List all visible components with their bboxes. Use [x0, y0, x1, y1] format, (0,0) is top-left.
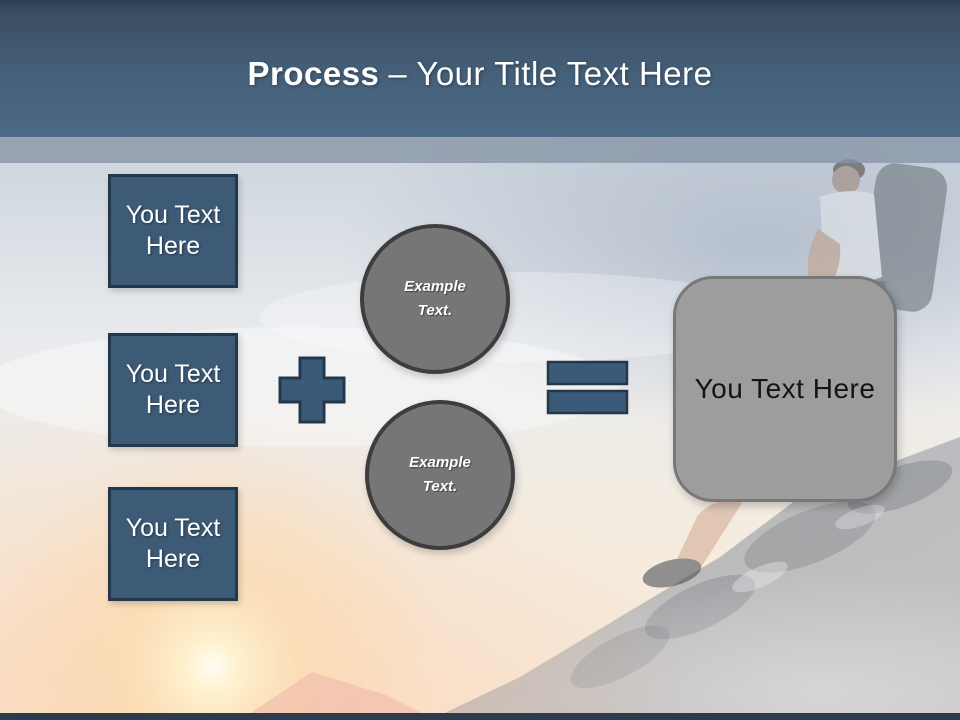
example-circle-1-label: Example Text. [404, 278, 466, 319]
example-circle-2[interactable]: Example Text. [365, 400, 515, 550]
hiker-shoe [642, 558, 702, 588]
header-underlay-band [0, 137, 960, 163]
example-circle-2-label: Example Text. [409, 454, 471, 495]
bottom-accent-bar [0, 713, 960, 720]
pink-ridge [240, 672, 436, 720]
hiker-head [832, 166, 860, 194]
title-emphasis: Process [247, 54, 380, 92]
backpack [860, 163, 948, 312]
slide-header: Process– Your Title Text Here [0, 0, 960, 137]
text-box-1-label: You Text Here [125, 200, 221, 260]
text-box-3-label: You Text Here [125, 513, 221, 573]
text-box-2[interactable]: You Text Here [108, 333, 238, 447]
text-box-3[interactable]: You Text Here [108, 487, 238, 601]
hiker-bare-leg [674, 500, 742, 569]
result-box[interactable]: You Text Here [673, 276, 897, 502]
example-circle-1[interactable]: Example Text. [360, 224, 510, 374]
result-box-label: You Text Here [694, 373, 876, 404]
title-rest: – Your Title Text Here [388, 54, 713, 92]
text-box-2-label: You Text Here [125, 359, 221, 419]
equals-icon[interactable] [546, 360, 629, 416]
plus-icon[interactable] [278, 356, 346, 424]
slide-title[interactable]: Process– Your Title Text Here [247, 45, 712, 93]
text-box-1[interactable]: You Text Here [108, 174, 238, 288]
